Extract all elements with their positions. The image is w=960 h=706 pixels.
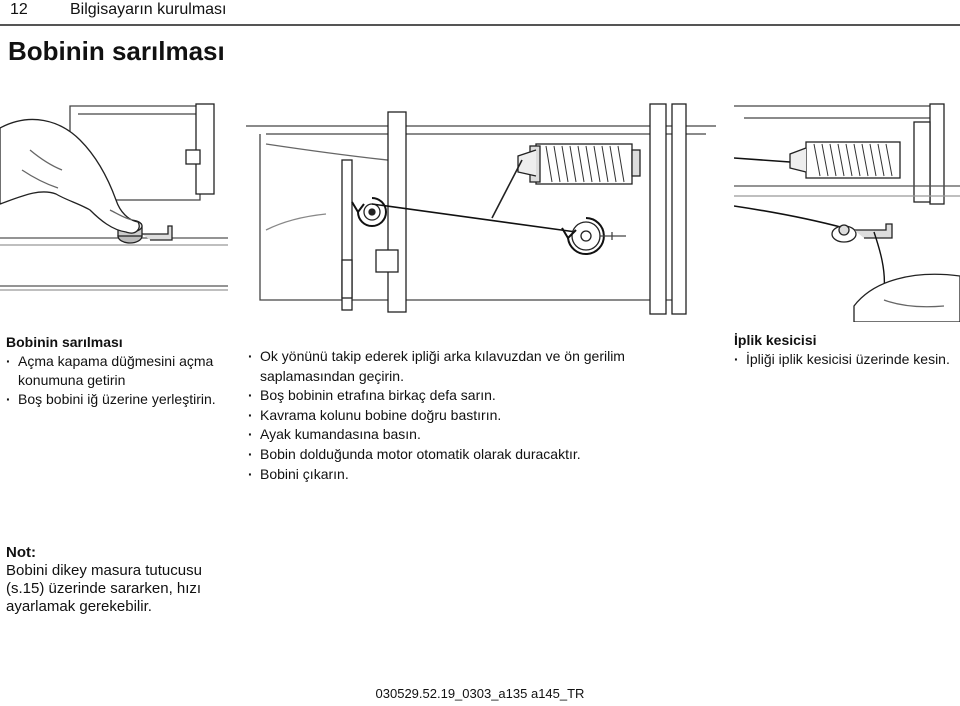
step-cut-thread: İpliği iplik kesicisi üzerinde kesin. — [734, 350, 956, 369]
left-step-list: Açma kapama düğmesini açma konumuna geti… — [6, 352, 226, 409]
note-text: Bobini dikey masura tutucusu (s.15) üzer… — [6, 562, 202, 615]
step-thread-guide: Ok yönünü takip ederek ipliği arka kılav… — [248, 347, 718, 386]
section-title: Bilgisayarın kurulması — [70, 1, 227, 18]
bobbin-winding-heading: Bobinin sarılması — [6, 334, 123, 350]
thread-cutter-instructions: İplik kesicisi İpliği iplik kesicisi üze… — [734, 331, 956, 369]
step-engage-lever: Kavrama kolunu bobine doğru bastırın. — [248, 406, 718, 426]
bobbin-placement-instructions: Bobinin sarılması Açma kapama düğmesini … — [6, 333, 226, 409]
step-motor-stops: Bobin dolduğunda motor otomatik olarak d… — [248, 445, 718, 465]
step-power-on: Açma kapama düğmesini açma konumuna geti… — [6, 352, 226, 390]
note-label: Not: — [6, 544, 36, 561]
middle-step-list: Ok yönünü takip ederek ipliği arka kılav… — [248, 347, 718, 484]
thread-cutter-illustration — [734, 100, 960, 322]
step-remove-bobbin: Bobini çıkarın. — [248, 465, 718, 485]
page-title: Bobinin sarılması — [8, 36, 225, 66]
threading-instructions: Ok yönünü takip ederek ipliği arka kılav… — [248, 347, 718, 484]
note-box: Not: Bobini dikey masura tutucusu (s.15)… — [6, 544, 226, 616]
right-step-list: İpliği iplik kesicisi üzerinde kesin. — [734, 350, 956, 369]
step-wind-thread: Boş bobinin etrafına birkaç defa sarın. — [248, 386, 718, 406]
step-press-foot-control: Ayak kumandasına basın. — [248, 425, 718, 445]
header-divider — [0, 24, 960, 26]
page-number: 12 — [10, 1, 28, 18]
page-header: 12 Bilgisayarın kurulması — [0, 0, 960, 22]
thread-cutter-heading: İplik kesicisi — [734, 332, 817, 348]
document-code: 030529.52.19_0303_a135 a145_TR — [375, 686, 585, 701]
thread-path-illustration — [246, 100, 716, 322]
bobbin-placement-illustration — [0, 100, 228, 322]
step-place-bobbin: Boş bobini iğ üzerine yerleştirin. — [6, 390, 226, 409]
